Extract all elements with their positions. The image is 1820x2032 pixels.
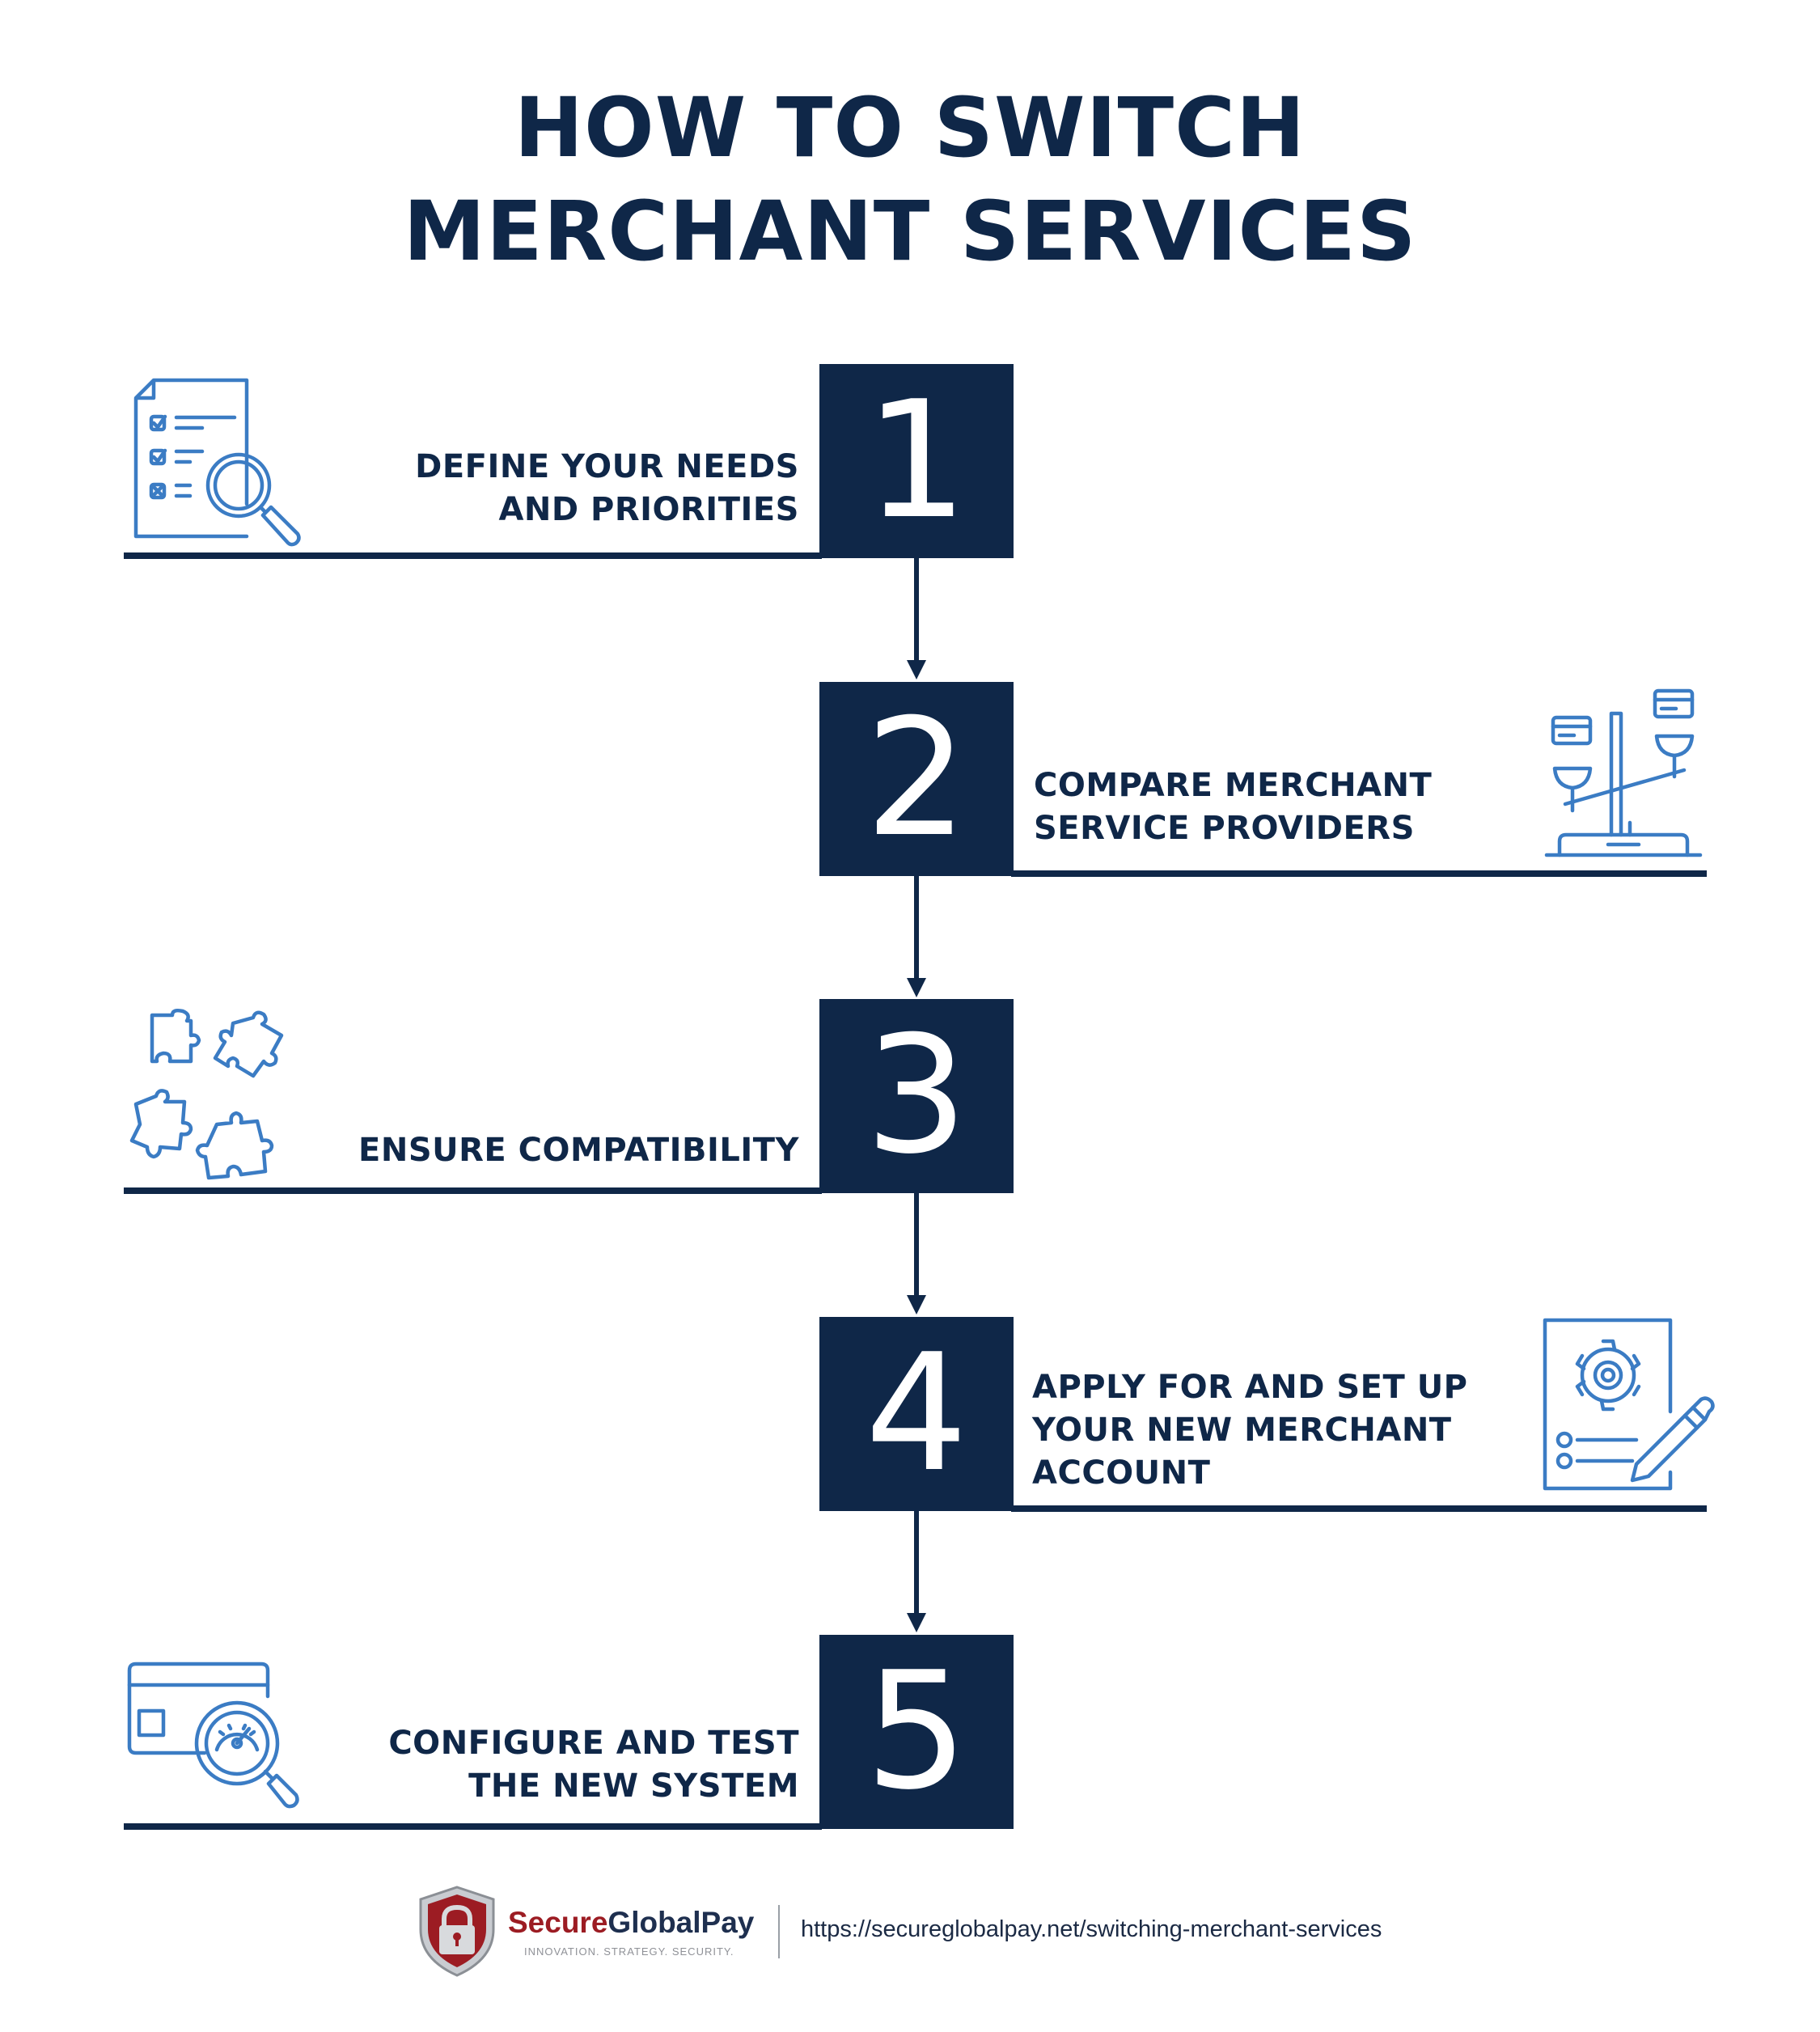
step-4-label-line-1: APPLY FOR AND SET UP xyxy=(1032,1369,1468,1406)
step-4-label-line-3: ACCOUNT xyxy=(1032,1454,1211,1492)
card-gauge-magnifier-icon xyxy=(127,1662,302,1816)
page-title: HOW TO SWITCH MERCHANT SERVICES xyxy=(0,77,1820,284)
arrow-4-5-shaft xyxy=(914,1511,919,1613)
step-3-number: 3 xyxy=(819,999,1014,1193)
step-2-label: COMPARE MERCHANT SERVICE PROVIDERS xyxy=(1034,764,1432,850)
step-1-label: DEFINE YOUR NEEDS AND PRIORITIES xyxy=(415,446,799,531)
step-2-label-line-2: SERVICE PROVIDERS xyxy=(1034,810,1415,847)
step-3-label-line-1: ENSURE COMPATIBILITY xyxy=(358,1132,799,1169)
step-5-underline xyxy=(124,1823,822,1830)
balance-scale-cards-icon xyxy=(1544,688,1703,859)
brand-name-part-2: GlobalPay xyxy=(607,1906,755,1939)
step-4-underline xyxy=(1011,1505,1707,1512)
step-5-label: CONFIGURE AND TEST THE NEW SYSTEM xyxy=(388,1722,799,1808)
step-4-number: 4 xyxy=(819,1317,1014,1511)
brand-tagline: INNOVATION. STRATEGY. SECURITY. xyxy=(524,1945,734,1958)
footer-divider xyxy=(778,1905,780,1958)
step-5-label-line-2: THE NEW SYSTEM xyxy=(468,1767,799,1805)
checklist-search-icon xyxy=(129,376,307,550)
title-line-2: MERCHANT SERVICES xyxy=(403,184,1417,280)
arrow-2-3-shaft xyxy=(914,876,919,978)
brand-name-part-1: Secure xyxy=(508,1906,608,1939)
step-2-number: 2 xyxy=(819,682,1014,876)
arrow-3-4-shaft xyxy=(914,1193,919,1295)
title-line-1: HOW TO SWITCH xyxy=(514,80,1306,176)
step-1-label-line-1: DEFINE YOUR NEEDS xyxy=(415,448,799,485)
step-2-label-line-1: COMPARE MERCHANT xyxy=(1034,767,1433,804)
brand-name: SecureGlobalPay xyxy=(508,1906,754,1940)
step-2-underline xyxy=(1011,870,1707,877)
step-1-number: 1 xyxy=(819,364,1014,558)
arrow-4-5-head xyxy=(907,1613,926,1632)
arrow-2-3-head xyxy=(907,978,926,997)
secureglobalpay-logo-shield-icon xyxy=(417,1885,497,1978)
step-4-label: APPLY FOR AND SET UP YOUR NEW MERCHANT A… xyxy=(1032,1366,1468,1495)
arrow-3-4-head xyxy=(907,1295,926,1314)
step-3-label: ENSURE COMPATIBILITY xyxy=(358,1129,799,1172)
step-3-underline xyxy=(124,1187,822,1194)
puzzle-pieces-icon xyxy=(128,1008,298,1181)
arrow-1-2-head xyxy=(907,660,926,679)
document-gear-pencil-icon xyxy=(1543,1318,1715,1492)
arrow-1-2-shaft xyxy=(914,558,919,660)
step-5-label-line-1: CONFIGURE AND TEST xyxy=(388,1725,799,1762)
step-5-number: 5 xyxy=(819,1635,1014,1829)
step-4-label-line-2: YOUR NEW MERCHANT xyxy=(1032,1412,1452,1449)
source-url-link[interactable]: https://secureglobalpay.net/switching-me… xyxy=(801,1916,1382,1942)
step-1-underline xyxy=(124,552,822,559)
step-1-label-line-2: AND PRIORITIES xyxy=(498,491,799,528)
